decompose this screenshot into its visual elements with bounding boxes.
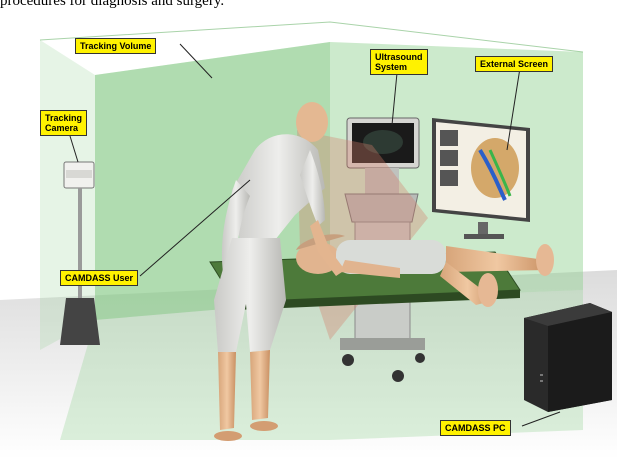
label-external-screen-text: External Screen	[480, 59, 548, 69]
label-ultrasound-line2: System	[375, 62, 407, 72]
label-tracking-volume-text: Tracking Volume	[80, 41, 151, 51]
label-camdass-user: CAMDASS User	[60, 270, 138, 286]
label-tracking-camera-line1: Tracking	[45, 113, 82, 123]
label-camdass-user-text: CAMDASS User	[65, 273, 133, 283]
label-external-screen: External Screen	[475, 56, 553, 72]
label-camdass-pc: CAMDASS PC	[440, 420, 511, 436]
camdass-pc	[524, 303, 612, 412]
label-tracking-camera-line2: Camera	[45, 123, 78, 133]
label-tracking-volume: Tracking Volume	[75, 38, 156, 54]
label-camdass-pc-text: CAMDASS PC	[445, 423, 506, 433]
label-ultrasound-line1: Ultrasound	[375, 52, 423, 62]
